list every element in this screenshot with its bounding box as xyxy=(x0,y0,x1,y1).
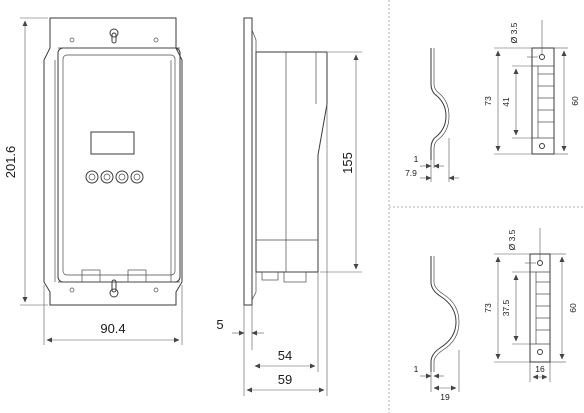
bracket-a-offset-label: 7.9 xyxy=(405,168,417,178)
bracket-b-width-label: 60 xyxy=(568,303,578,313)
bracket-a-inner-label: 41 xyxy=(501,97,511,107)
bracket-a: 1 7.9 73 41 60 Ø 3.5 xyxy=(405,20,580,182)
side-total-depth-label: 59 xyxy=(278,372,292,387)
bracket-b-overall-label: 73 xyxy=(483,303,493,313)
bracket-a-thickness-label: 1 xyxy=(414,154,419,164)
bracket-b-offset-label: 19 xyxy=(440,392,450,402)
front-width-label: 90.4 xyxy=(100,321,125,336)
button-row xyxy=(85,170,144,184)
bracket-b-thickness-label: 1 xyxy=(414,364,419,374)
bracket-a-hole-label: Ø 3.5 xyxy=(509,22,519,43)
side-height-label: 155 xyxy=(340,152,355,174)
keyhole-bottom xyxy=(109,279,119,298)
front-height-label: 201.6 xyxy=(3,146,18,179)
keyhole-top xyxy=(109,28,119,44)
side-depth-label: 54 xyxy=(278,348,292,363)
bracket-b-hole-label: Ø 3.5 xyxy=(507,229,517,250)
front-view: 201.6 90.4 xyxy=(3,17,183,345)
bracket-a-width-label: 60 xyxy=(570,96,580,106)
side-view: 155 5 54 59 xyxy=(216,17,362,396)
section-separators xyxy=(388,0,584,413)
bracket-b-plate-width-label: 16 xyxy=(535,364,545,374)
side-flange-label: 5 xyxy=(216,317,223,332)
bracket-b-inner-label: 37.5 xyxy=(501,299,511,316)
bracket-b: 1 19 73 37.5 60 Ø 3.5 16 xyxy=(414,228,578,402)
bracket-a-overall-label: 73 xyxy=(483,96,493,106)
display-window xyxy=(90,131,135,155)
